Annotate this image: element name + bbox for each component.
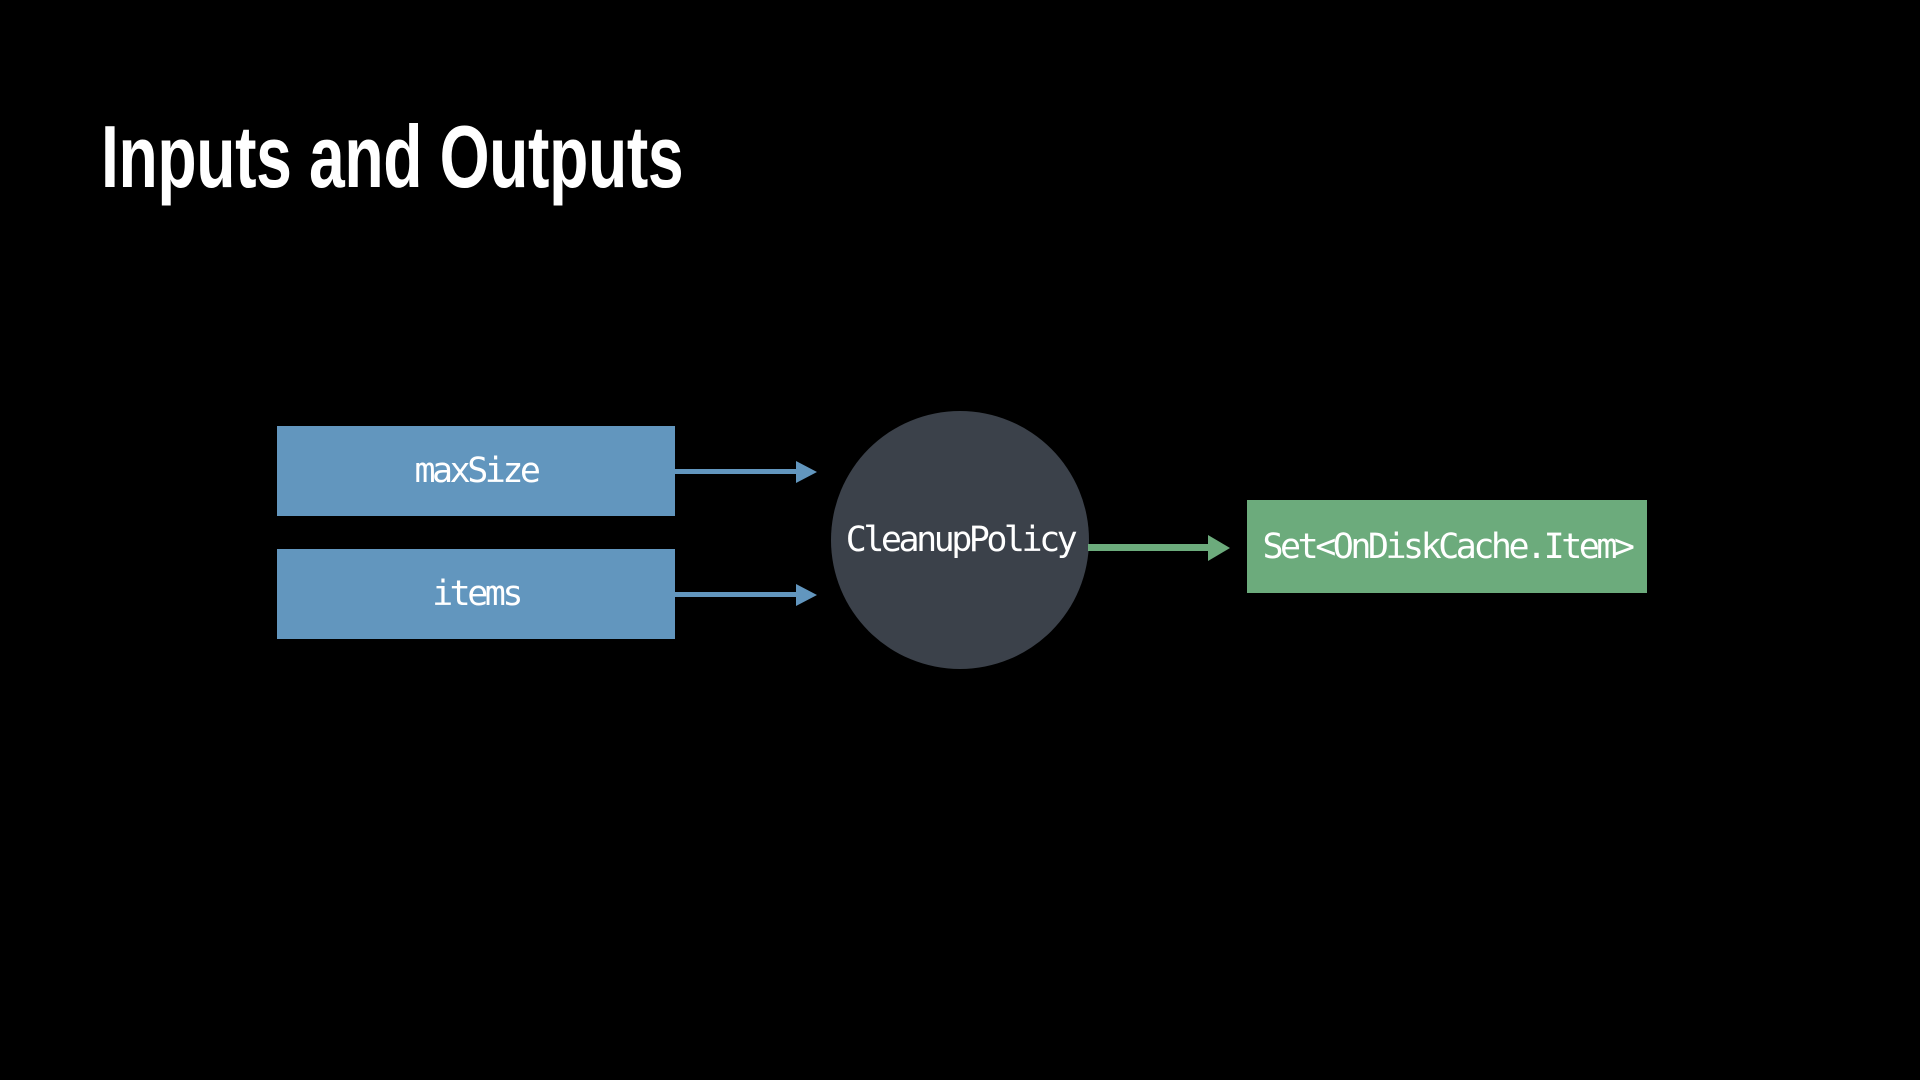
arrow-cleanuppolicy-to-output-head <box>1208 534 1230 561</box>
arrow-cleanuppolicy-to-output-line <box>1088 544 1208 551</box>
input-box-maxsize: maxSize <box>277 426 675 516</box>
input-box-items: items <box>277 549 675 639</box>
arrow-maxsize-to-cleanuppolicy-line <box>675 469 796 474</box>
process-circle-cleanuppolicy: CleanupPolicy <box>831 411 1089 669</box>
process-circle-label: CleanupPolicy <box>845 520 1078 560</box>
input-box-maxsize-label: maxSize <box>414 451 541 491</box>
page-title-text: Inputs and Outputs <box>101 106 684 206</box>
output-box-label: Set<OnDiskCache.Item> <box>1262 526 1635 567</box>
output-box-set-ondiskcache-item: Set<OnDiskCache.Item> <box>1247 500 1647 593</box>
arrow-maxsize-to-cleanuppolicy-head <box>796 460 817 483</box>
arrow-items-to-cleanuppolicy-line <box>675 592 796 597</box>
page-title: Inputs and Outputs <box>101 106 899 206</box>
input-box-items-label: items <box>432 574 523 614</box>
arrow-items-to-cleanuppolicy-head <box>796 583 817 606</box>
